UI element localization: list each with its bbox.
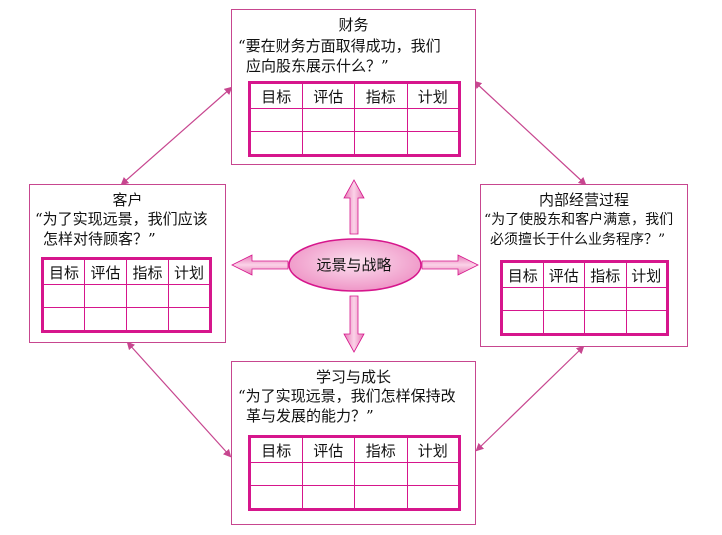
panel-learning-question: “为了实现远景，我们怎样保持改 革与发展的能力？” <box>238 386 456 426</box>
table-cell <box>406 462 460 486</box>
table-cell <box>249 462 303 486</box>
table-cell <box>542 287 585 311</box>
connector-customer-learning <box>126 341 232 458</box>
arrow-right <box>421 254 479 276</box>
table-cell <box>354 485 408 510</box>
table-cell <box>84 284 127 308</box>
table-cell <box>42 284 85 308</box>
panel-internal-process: 内部经营过程 “为了使股东和客户满意，我们 必须擅长于什么业务程序？” 目标 评… <box>480 184 688 347</box>
panel-internal-title: 内部经营过程 <box>538 191 629 209</box>
panel-finance-title: 财务 <box>338 16 369 34</box>
table-cell <box>126 307 169 332</box>
table-cell <box>301 485 355 510</box>
panel-customer-table: 目标 评估 指标 计划 <box>41 257 212 333</box>
table-cell <box>625 287 668 311</box>
table-cell <box>584 310 627 335</box>
table-cell <box>249 485 303 510</box>
table-cell <box>249 131 303 156</box>
table-header: 指标 <box>126 258 169 285</box>
table-cell <box>354 108 408 132</box>
table-cell <box>249 108 303 132</box>
table-header: 指标 <box>584 261 627 288</box>
panel-internal-question: “为了使股东和客户满意，我们 必须擅长于什么业务程序？” <box>484 210 673 250</box>
panel-learning-table: 目标 评估 指标 计划 <box>248 435 461 511</box>
table-cell <box>301 462 355 486</box>
table-cell <box>354 131 408 156</box>
table-cell <box>406 131 460 156</box>
table-cell <box>406 108 460 132</box>
panel-finance-question: “要在财务方面取得成功，我们 应向股东展示什么？” <box>238 36 441 76</box>
table-header: 计划 <box>625 261 668 288</box>
panel-customer-question-line-2: 怎样对待顾客？” <box>43 230 156 248</box>
vision-strategy-label: 远景与战略 <box>316 256 392 274</box>
connector-internal-learning <box>475 345 585 452</box>
panel-internal-question-line-1: “为了使股东和客户满意，我们 <box>484 212 674 228</box>
panel-finance: 财务 “要在财务方面取得成功，我们 应向股东展示什么？” 目标 评估 指标 计划 <box>231 9 476 165</box>
table-cell <box>42 307 85 332</box>
panel-internal-question-line-2: 必须擅长于什么业务程序？” <box>490 232 666 248</box>
arrow-left <box>231 254 289 276</box>
panel-internal-table: 目标 评估 指标 计划 <box>500 260 669 336</box>
panel-finance-question-line-1: “要在财务方面取得成功，我们 <box>238 37 441 55</box>
panel-customer-question: “为了实现远景，我们应该 怎样对待顾客？” <box>35 209 208 249</box>
table-header: 评估 <box>542 261 585 288</box>
table-cell <box>406 485 460 510</box>
connector-finance-internal <box>473 80 587 186</box>
panel-finance-table: 目标 评估 指标 计划 <box>248 81 461 157</box>
table-header: 计划 <box>406 436 460 463</box>
table-cell <box>501 310 544 335</box>
table-cell <box>84 307 127 332</box>
table-header: 计划 <box>406 82 460 109</box>
table-cell <box>301 131 355 156</box>
arrow-up <box>343 179 365 235</box>
panel-customer: 客户 “为了实现远景，我们应该 怎样对待顾客？” 目标 评估 指标 计划 <box>29 184 226 343</box>
panel-finance-question-line-2: 应向股东展示什么？” <box>246 57 389 75</box>
panel-learning-title: 学习与成长 <box>315 368 391 386</box>
arrow-down <box>343 295 365 353</box>
table-cell <box>168 284 211 308</box>
panel-learning-question-line-2: 革与发展的能力？” <box>246 407 374 425</box>
table-cell <box>354 462 408 486</box>
table-cell <box>625 310 668 335</box>
table-cell <box>301 108 355 132</box>
panel-learning-question-line-1: “为了实现远景，我们怎样保持改 <box>238 387 456 405</box>
table-header: 目标 <box>501 261 544 288</box>
table-cell <box>542 310 585 335</box>
connector-finance-customer <box>120 86 233 186</box>
table-header: 计划 <box>168 258 211 285</box>
table-header: 目标 <box>249 436 303 463</box>
table-cell <box>584 287 627 311</box>
table-header: 评估 <box>84 258 127 285</box>
panel-customer-title: 客户 <box>112 191 143 209</box>
table-header: 评估 <box>301 82 355 109</box>
panel-customer-question-line-1: “为了实现远景，我们应该 <box>35 210 208 228</box>
table-cell <box>168 307 211 332</box>
table-header: 目标 <box>249 82 303 109</box>
table-cell <box>126 284 169 308</box>
table-header: 指标 <box>354 82 408 109</box>
table-cell <box>501 287 544 311</box>
table-header: 目标 <box>42 258 85 285</box>
table-header: 评估 <box>301 436 355 463</box>
table-header: 指标 <box>354 436 408 463</box>
panel-learning-growth: 学习与成长 “为了实现远景，我们怎样保持改 革与发展的能力？” 目标 评估 指标… <box>231 361 476 525</box>
vision-strategy-ellipse <box>288 238 422 292</box>
